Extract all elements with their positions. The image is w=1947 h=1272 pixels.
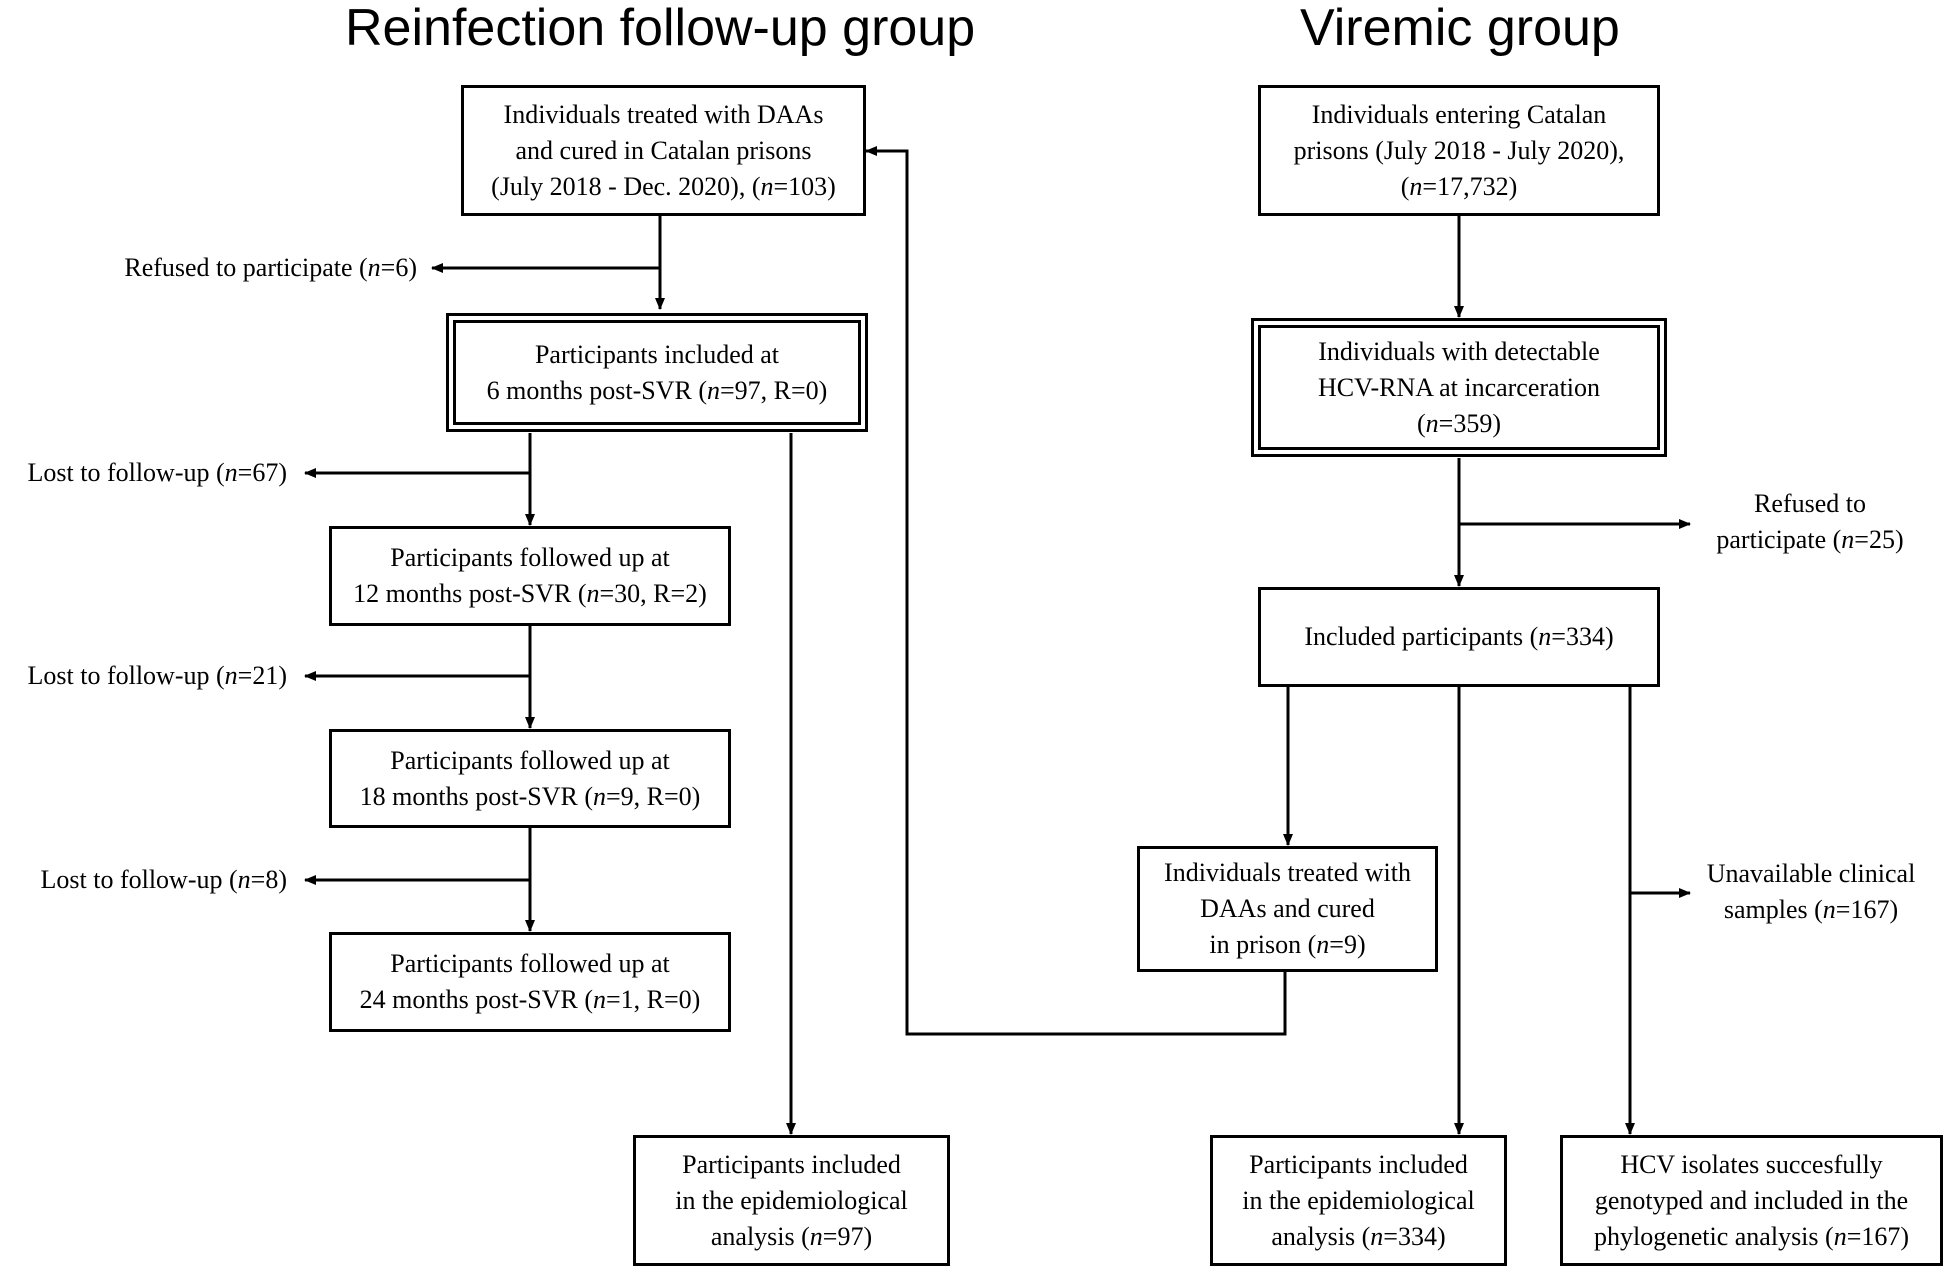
box-included-participants: Included participants (n=334) bbox=[1258, 587, 1660, 687]
text-line: prisons (July 2018 - July 2020), bbox=[1293, 135, 1625, 165]
text-line: Participants included bbox=[1249, 1149, 1468, 1179]
text-line: DAAs and cured bbox=[1200, 894, 1375, 923]
text-line: 6 months post-SVR (n=97, R=0) bbox=[486, 375, 828, 405]
box-entering-prisons: Individuals entering Catalan prisons (Ju… bbox=[1258, 85, 1660, 216]
text-line: Individuals with detectable bbox=[1318, 336, 1600, 366]
text-line: Included participants (n=334) bbox=[1304, 622, 1614, 651]
label-refused-25: Refused to participate (n=25) bbox=[1700, 486, 1920, 558]
text-line: Individuals entering Catalan bbox=[1311, 99, 1607, 129]
box-epi-right: Participants included in the epidemiolog… bbox=[1210, 1135, 1507, 1266]
text-line: (n=359) bbox=[1417, 408, 1501, 438]
text-line: Individuals treated with DAAs bbox=[503, 99, 824, 129]
label-refused-6: Refused to participate (n=6) bbox=[124, 250, 417, 286]
text-line: in prison (n=9) bbox=[1209, 930, 1366, 959]
text-line: 18 months post-SVR (n=9, R=0) bbox=[359, 781, 701, 811]
text-line: analysis (n=334) bbox=[1271, 1221, 1446, 1251]
text-line: 12 months post-SVR (n=30, R=2) bbox=[353, 579, 707, 608]
text-line: Refused to participate (n=6) bbox=[124, 253, 417, 282]
text-line: in the epidemiological bbox=[675, 1185, 908, 1215]
text-line: Participants included bbox=[682, 1149, 901, 1179]
text-line: 24 months post-SVR (n=1, R=0) bbox=[359, 985, 701, 1014]
box-hcv-isolates: HCV isolates succesfully genotyped and i… bbox=[1560, 1135, 1943, 1266]
box-treated-in-prison: Individuals treated with DAAs and cured … bbox=[1137, 846, 1438, 972]
arrow-prison-loop bbox=[865, 146, 1287, 1036]
text-line: Lost to follow-up (n=21) bbox=[27, 661, 288, 690]
text-line: Participants followed up at bbox=[390, 745, 670, 775]
box-epi-left: Participants included in the epidemiolog… bbox=[633, 1135, 950, 1266]
text-line: Participants followed up at bbox=[390, 543, 670, 572]
text-line: Lost to follow-up (n=8) bbox=[40, 865, 288, 894]
text-line: in the epidemiological bbox=[1242, 1185, 1475, 1215]
text-line: participate (n=25) bbox=[1716, 525, 1904, 554]
box-followed-18m: Participants followed up at 18 months po… bbox=[329, 729, 731, 828]
text-line: genotyped and included in the bbox=[1594, 1185, 1909, 1215]
text-line: Lost to follow-up (n=67) bbox=[27, 458, 288, 487]
label-lost-8: Lost to follow-up (n=8) bbox=[41, 862, 288, 898]
heading-viremic-group: Viremic group bbox=[1300, 0, 1620, 57]
box-detectable-hcv: Individuals with detectable HCV-RNA at i… bbox=[1251, 318, 1667, 457]
text-line: phylogenetic analysis (n=167) bbox=[1593, 1221, 1910, 1251]
box-followed-24m: Participants followed up at 24 months po… bbox=[329, 932, 731, 1032]
text-line: Individuals treated with bbox=[1164, 858, 1411, 887]
text-line: Participants followed up at bbox=[390, 949, 670, 978]
text-line: (July 2018 - Dec. 2020), (n=103) bbox=[491, 171, 836, 201]
text-line: analysis (n=97) bbox=[710, 1221, 873, 1251]
text-line: samples (n=167) bbox=[1723, 895, 1899, 924]
text-line: HCV-RNA at incarceration bbox=[1317, 372, 1601, 402]
label-unavailable-samples: Unavailable clinical samples (n=167) bbox=[1696, 856, 1926, 928]
label-lost-21: Lost to follow-up (n=21) bbox=[28, 658, 288, 694]
text-line: Unavailable clinical bbox=[1706, 859, 1916, 888]
box-treated-cured: Individuals treated with DAAs and cured … bbox=[461, 85, 866, 216]
text-line: HCV isolates succesfully bbox=[1620, 1149, 1883, 1179]
text-line: and cured in Catalan prisons bbox=[515, 135, 812, 165]
heading-reinfection-group: Reinfection follow-up group bbox=[345, 0, 976, 57]
text-line: (n=17,732) bbox=[1400, 171, 1518, 201]
label-lost-67: Lost to follow-up (n=67) bbox=[28, 455, 288, 491]
box-included-6m: Participants included at 6 months post-S… bbox=[446, 313, 868, 432]
box-followed-12m: Participants followed up at 12 months po… bbox=[329, 526, 731, 626]
text-line: Participants included at bbox=[534, 339, 780, 369]
text-line: Refused to bbox=[1754, 489, 1866, 518]
